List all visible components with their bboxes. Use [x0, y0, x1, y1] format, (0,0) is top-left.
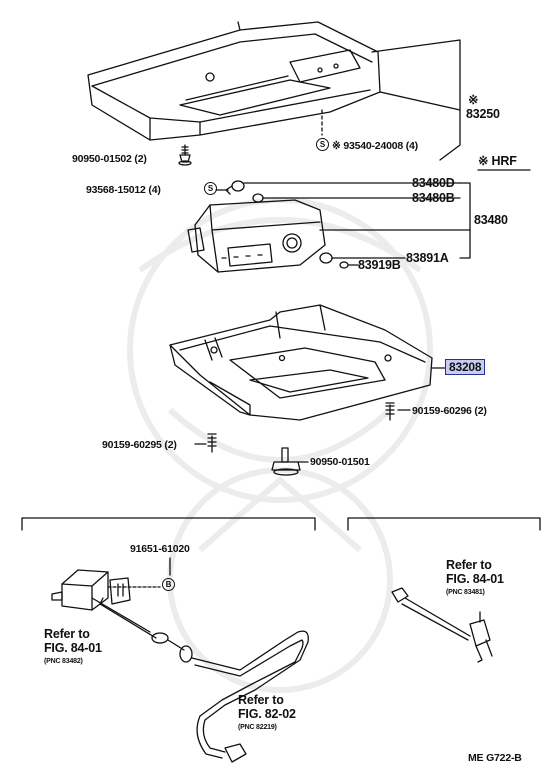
label-90159-60295[interactable]: 90159-60295 (2) — [102, 439, 177, 451]
label-83480[interactable]: 83480 — [474, 213, 508, 227]
part-90159-60296 — [385, 402, 395, 421]
footer-code: ME G722-B — [468, 752, 522, 764]
part-83480D-bulb — [225, 180, 245, 195]
label-93540-24008[interactable]: ※ 93540-24008 (4) — [332, 140, 418, 152]
label-83250[interactable]: 83250 — [466, 107, 500, 121]
ref1-fig-link[interactable]: FIG. 84-01 — [44, 641, 102, 655]
ref3-pnc: (PNC 83481) — [446, 589, 485, 596]
part-90950-01502 — [178, 144, 192, 166]
part-switch-83482 — [51, 569, 157, 639]
part-90159-60295 — [207, 433, 217, 453]
part-83480-module — [187, 199, 326, 273]
part-90950-01501 — [271, 447, 301, 476]
part-harness-82219 — [151, 630, 309, 763]
label-83919B[interactable]: 83919B — [358, 258, 401, 272]
symbol-s-icon: S — [204, 182, 217, 195]
part-83919B-bulb — [339, 261, 349, 269]
label-90159-60296[interactable]: 90159-60296 (2) — [412, 405, 487, 417]
label-83480D[interactable]: 83480D — [412, 176, 455, 190]
part-83208-housing — [169, 304, 433, 421]
ref2-line1: Refer to — [238, 693, 284, 707]
part-83250-cover — [87, 21, 381, 141]
label-90950-01501[interactable]: 90950-01501 — [310, 456, 370, 468]
label-91651-61020[interactable]: 91651-61020 — [130, 543, 190, 555]
ref1-line1: Refer to — [44, 627, 90, 641]
label-93568-15012[interactable]: 93568-15012 (4) — [86, 184, 161, 196]
symbol-b-icon: B — [162, 578, 175, 591]
part-83891A-knob — [319, 252, 333, 264]
label-90950-01502[interactable]: 90950-01502 (2) — [72, 153, 147, 165]
ref1-pnc: (PNC 83482) — [44, 658, 83, 665]
label-83208-highlighted[interactable]: 83208 — [445, 359, 486, 375]
symbol-s-icon: S — [316, 138, 329, 151]
ref2-pnc: (PNC 82219) — [238, 724, 277, 731]
ref3-fig-link[interactable]: FIG. 84-01 — [446, 572, 504, 586]
label-83891A[interactable]: 83891A — [406, 251, 449, 265]
part-83480B-bulb — [252, 193, 264, 203]
part-sensor-83481 — [391, 587, 493, 663]
ref3-line1: Refer to — [446, 558, 492, 572]
label-hrf: ※ HRF — [478, 154, 517, 168]
ref2-fig-link[interactable]: FIG. 82-02 — [238, 707, 296, 721]
label-83480B[interactable]: 83480B — [412, 191, 455, 205]
label-83250-mark: ※ — [468, 93, 479, 107]
